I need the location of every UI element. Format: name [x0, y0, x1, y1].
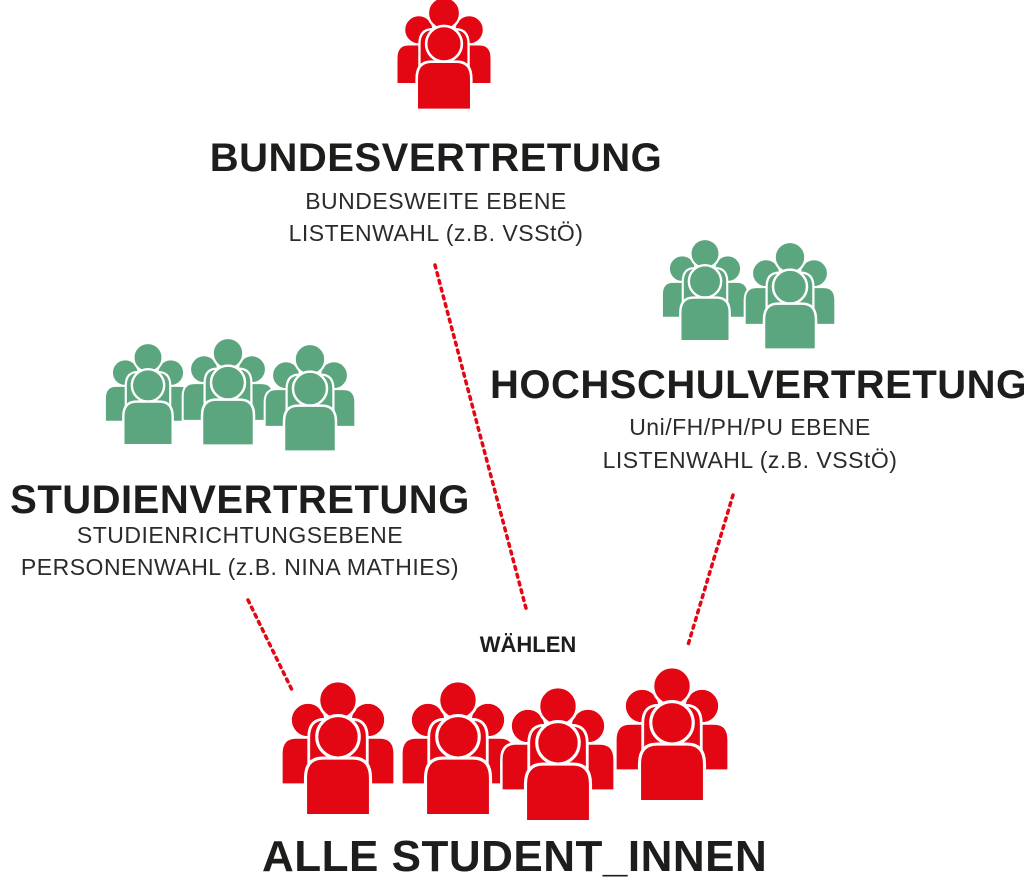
waehlen-label: WÄHLEN [479, 632, 577, 657]
connector-bund [433, 263, 529, 614]
connector-studien [246, 598, 294, 692]
hochschulvertretung-people-icon [660, 237, 837, 351]
hochschulvertretung-election-type: LISTENWAHL (z.B. VSStÖ) [602, 447, 898, 473]
hochschulvertretung-title: HOCHSCHULVERTRETUNG [490, 363, 1024, 407]
bundesvertretung-title: BUNDESVERTRETUNG [209, 136, 663, 180]
all-students-label: ALLE STUDENT_INNEN [262, 832, 768, 881]
studienvertretung-people-icon [103, 336, 357, 453]
studienvertretung-title: STUDIENVERTRETUNG [10, 478, 470, 522]
bundesvertretung-level: BUNDESWEITE EBENE [305, 188, 567, 214]
connector-hochschul [686, 493, 735, 647]
studienvertretung-level: STUDIENRICHTUNGSEBENE [76, 522, 404, 548]
studienvertretung-election-type: PERSONENWAHL (z.B. NINA MATHIES) [20, 554, 460, 580]
bundesvertretung-election-type: LISTENWAHL (z.B. VSStÖ) [288, 220, 584, 246]
students-crowd-icon [280, 665, 730, 824]
connector-lines [246, 263, 735, 692]
bundesvertretung-people-icon [395, 0, 493, 112]
hochschulvertretung-level: Uni/FH/PH/PU EBENE [629, 414, 871, 440]
